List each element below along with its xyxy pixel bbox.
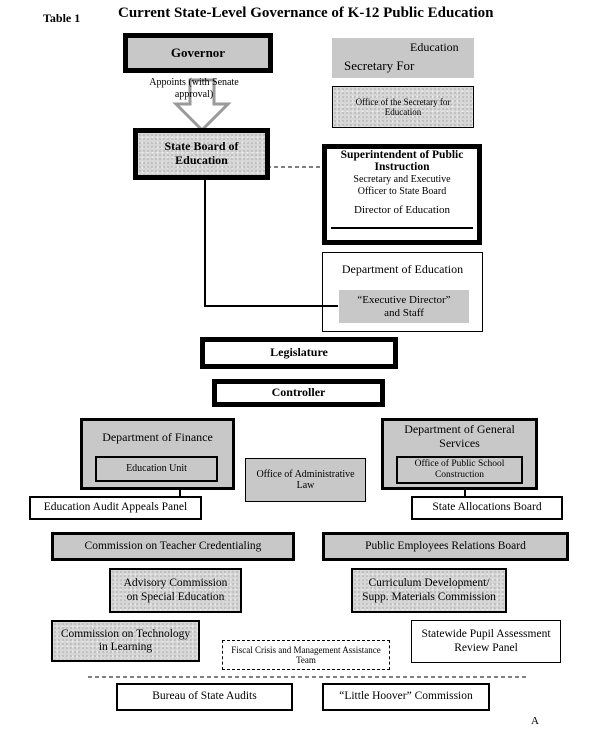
superintendent-box: Superintendent of Public Instruction Sec…	[322, 144, 482, 245]
controller-label: Controller	[271, 385, 326, 400]
executive-director-label: “Executive Director” and Staff	[357, 293, 451, 319]
executive-director-box: “Executive Director” and Staff	[339, 290, 469, 323]
public-employees-relations-box: Public Employees Relations Board	[322, 532, 569, 561]
education-secretary-title: Education	[410, 40, 459, 54]
fiscal-crisis-team-label: Fiscal Crisis and Management Assistance …	[231, 644, 381, 665]
department-of-education-box: Department of Education “Executive Direc…	[322, 252, 483, 332]
bureau-state-audits-box: Bureau of State Audits	[116, 683, 293, 711]
little-hoover-label: “Little Hoover” Commission	[339, 690, 473, 703]
director-of-education-label: Director of Education	[354, 204, 450, 217]
commission-technology-label: Commission on Technology in Learning	[60, 627, 191, 653]
education-unit-box: Education Unit	[95, 456, 218, 482]
state-board-label: State Board of Education	[164, 139, 239, 167]
curriculum-development-box: Curriculum Development/ Supp. Materials …	[351, 568, 507, 613]
legislature-label: Legislature	[270, 345, 328, 360]
appoints-arrow-icon	[172, 78, 232, 133]
department-general-services-label: Department of General Services	[404, 422, 515, 450]
education-unit-label: Education Unit	[126, 463, 187, 475]
commission-technology-box: Commission on Technology in Learning	[51, 620, 200, 662]
office-admin-law-label: Office of Administrative Law	[256, 468, 355, 492]
office-secretary-label: Office of the Secretary for Education	[355, 96, 451, 117]
governor-box: Governor	[123, 33, 273, 73]
state-allocations-board-label: State Allocations Board	[432, 501, 542, 514]
controller-box: Controller	[212, 379, 385, 407]
page-title: Current State-Level Governance of K-12 P…	[118, 5, 494, 21]
little-hoover-box: “Little Hoover” Commission	[322, 683, 490, 711]
commission-teacher-credentialing-label: Commission on Teacher Credentialing	[84, 539, 262, 552]
curriculum-development-label: Curriculum Development/ Supp. Materials …	[362, 577, 496, 603]
superintendent-subtitle: Secretary and Executive Officer to State…	[353, 174, 451, 197]
governor-label: Governor	[170, 44, 226, 60]
state-board-box: State Board of Education	[133, 128, 270, 180]
statewide-pupil-assessment-box: Statewide Pupil Assessment Review Panel	[411, 620, 561, 663]
state-allocations-board-box: State Allocations Board	[411, 496, 563, 520]
board-executive-line	[204, 178, 338, 307]
office-secretary-box: Office of the Secretary for Education	[332, 86, 474, 128]
bureau-state-audits-label: Bureau of State Audits	[152, 690, 257, 703]
legislature-box: Legislature	[200, 337, 398, 369]
department-of-finance-label: Department of Finance	[102, 430, 213, 444]
department-of-finance-box: Department of Finance Education Unit	[80, 418, 235, 490]
education-audit-appeals-box: Education Audit Appeals Panel	[29, 496, 202, 520]
office-public-school-construction-box: Office of Public School Construction	[396, 456, 523, 484]
office-public-school-construction-label: Office of Public School Construction	[414, 459, 505, 480]
appoints-label: Appoints (with Senate approval)	[149, 77, 239, 100]
director-underline	[331, 227, 473, 229]
advisory-commission-special-ed-label: Advisory Commission on Special Education	[123, 577, 228, 603]
office-admin-law-box: Office of Administrative Law	[245, 458, 366, 502]
public-employees-relations-label: Public Employees Relations Board	[365, 539, 526, 552]
statewide-pupil-assessment-label: Statewide Pupil Assessment Review Panel	[421, 628, 551, 654]
education-secretary-sub: Secretary For	[344, 58, 415, 73]
education-audit-appeals-label: Education Audit Appeals Panel	[43, 501, 188, 514]
advisory-commission-special-ed-box: Advisory Commission on Special Education	[109, 568, 242, 613]
superintendent-title: Superintendent of Public Instruction	[340, 149, 464, 174]
department-general-services-box: Department of General Services Office of…	[381, 418, 538, 490]
commission-teacher-credentialing-box: Commission on Teacher Credentialing	[51, 532, 295, 561]
corner-mark: A	[531, 715, 539, 727]
department-of-education-label: Department of Education	[341, 262, 464, 276]
fiscal-crisis-team-box: Fiscal Crisis and Management Assistance …	[222, 640, 390, 670]
table-label: Table 1	[43, 11, 81, 25]
education-secretary-box: Education Secretary For	[332, 38, 474, 78]
